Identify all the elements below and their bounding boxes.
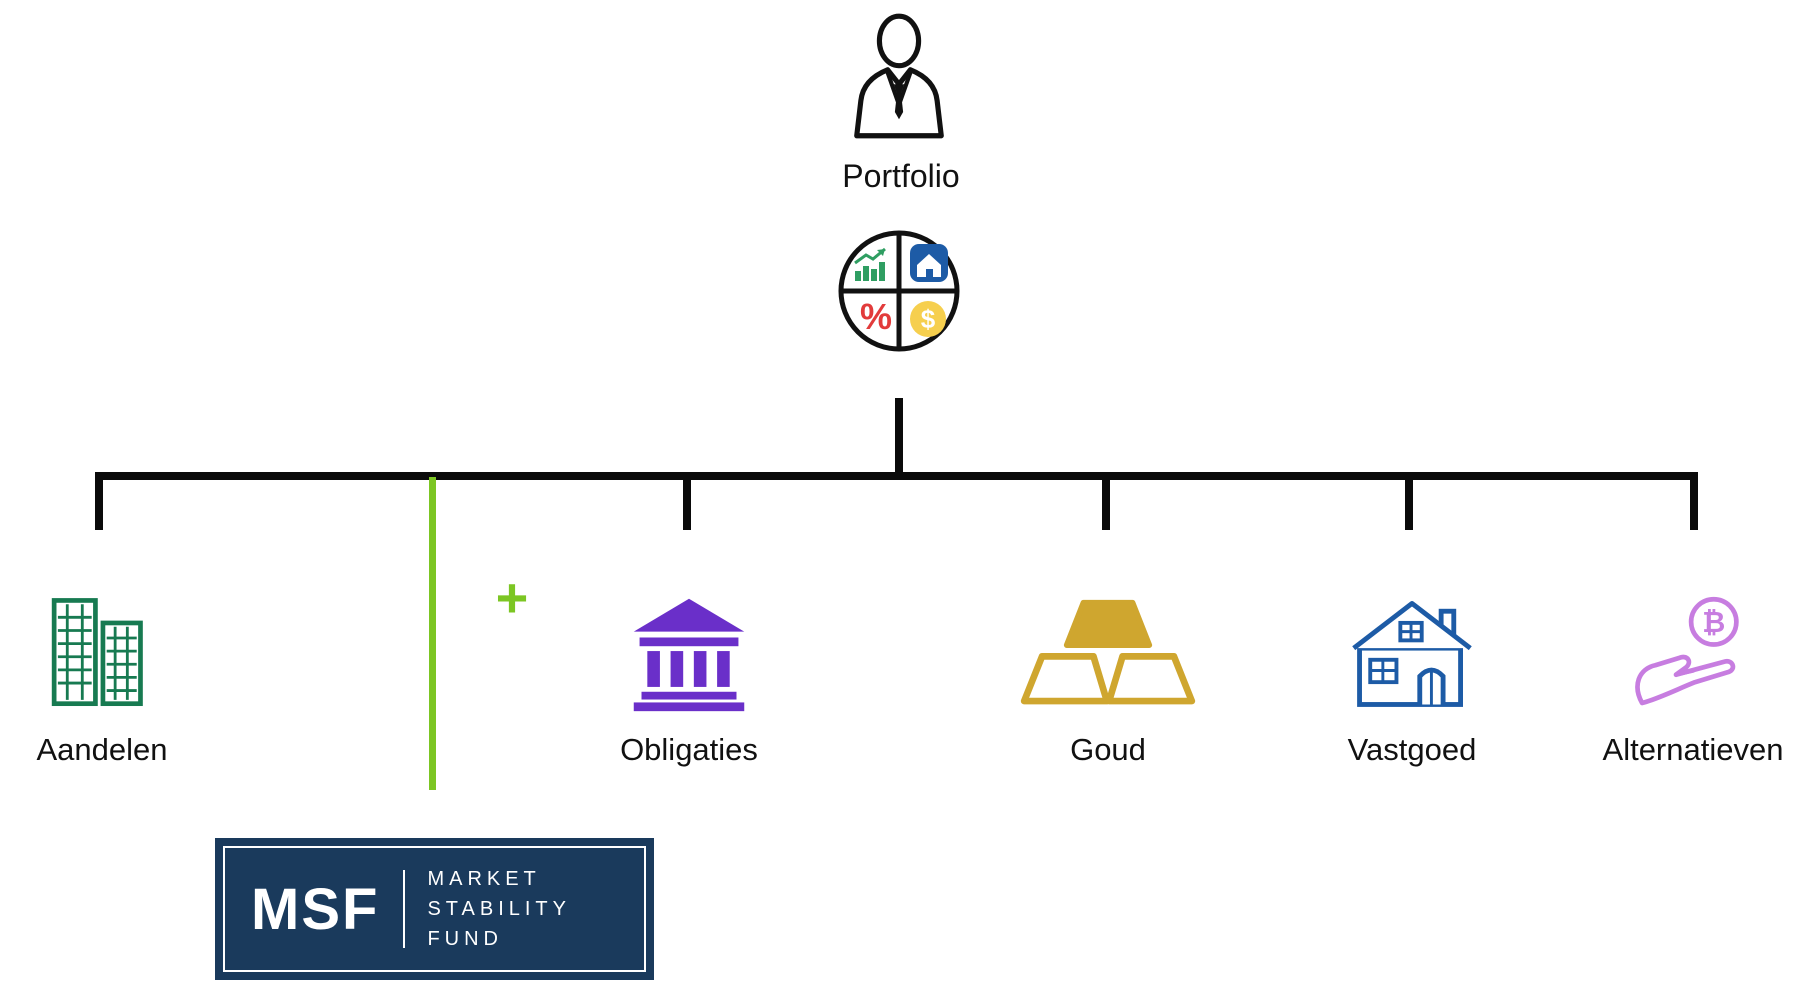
branch-obligaties: Obligaties <box>549 578 829 768</box>
msf-abbr: MSF <box>251 876 380 942</box>
gold-bars-icon <box>1013 578 1203 728</box>
msf-line-3: FUND <box>427 927 503 950</box>
root-node-label: Portfolio <box>842 158 960 194</box>
buildings-icon <box>41 578 163 728</box>
plus-sign: + <box>495 566 529 629</box>
businessman-icon <box>854 13 944 139</box>
branch-label-vastgoed: Vastgoed <box>1347 732 1477 767</box>
tree-drop-obligaties <box>683 472 691 530</box>
house-icon <box>1344 578 1480 728</box>
branch-goud: Goud <box>968 578 1248 768</box>
dollar-coin-glyph: $ <box>910 301 946 337</box>
msf-connector-line <box>429 477 436 790</box>
branch-label-obligaties: Obligaties <box>620 732 758 767</box>
tree-drop-alternatieven <box>1690 472 1698 530</box>
tree-drop-vastgoed <box>1405 472 1413 530</box>
tree-horizontal-line <box>95 472 1698 480</box>
bitcoin-glyph: ₿ <box>1702 606 1725 638</box>
msf-divider <box>403 870 406 948</box>
msf-logo-frame: MSF MARKET STABILITY FUND <box>223 846 646 972</box>
msf-line-2: STABILITY <box>427 897 571 920</box>
msf-logo: MSF MARKET STABILITY FUND <box>215 838 654 980</box>
branch-label-alternatieven: Alternatieven <box>1602 732 1784 767</box>
bank-icon <box>626 578 752 728</box>
growth-chart-glyph <box>854 247 886 281</box>
percent-glyph: % <box>860 296 892 337</box>
tree-trunk-line <box>895 398 903 480</box>
dollar-glyph: $ <box>921 304 936 334</box>
asset-allocation-pie-icon: % $ <box>838 230 960 352</box>
house-tile-glyph <box>910 244 948 282</box>
branch-label-aandelen: Aandelen <box>36 732 168 767</box>
msf-line-1: MARKET <box>427 867 541 890</box>
branch-vastgoed: Vastgoed <box>1272 578 1552 768</box>
branch-alternatieven: ₿ Alternatieven <box>1553 578 1800 768</box>
hand-bitcoin-icon: ₿ <box>1627 578 1759 728</box>
tree-drop-goud <box>1102 472 1110 530</box>
branch-aandelen: Aandelen <box>0 578 242 768</box>
branch-label-goud: Goud <box>1070 732 1146 767</box>
msf-fullname: MARKET STABILITY FUND <box>427 868 571 951</box>
tree-drop-aandelen <box>95 472 103 530</box>
